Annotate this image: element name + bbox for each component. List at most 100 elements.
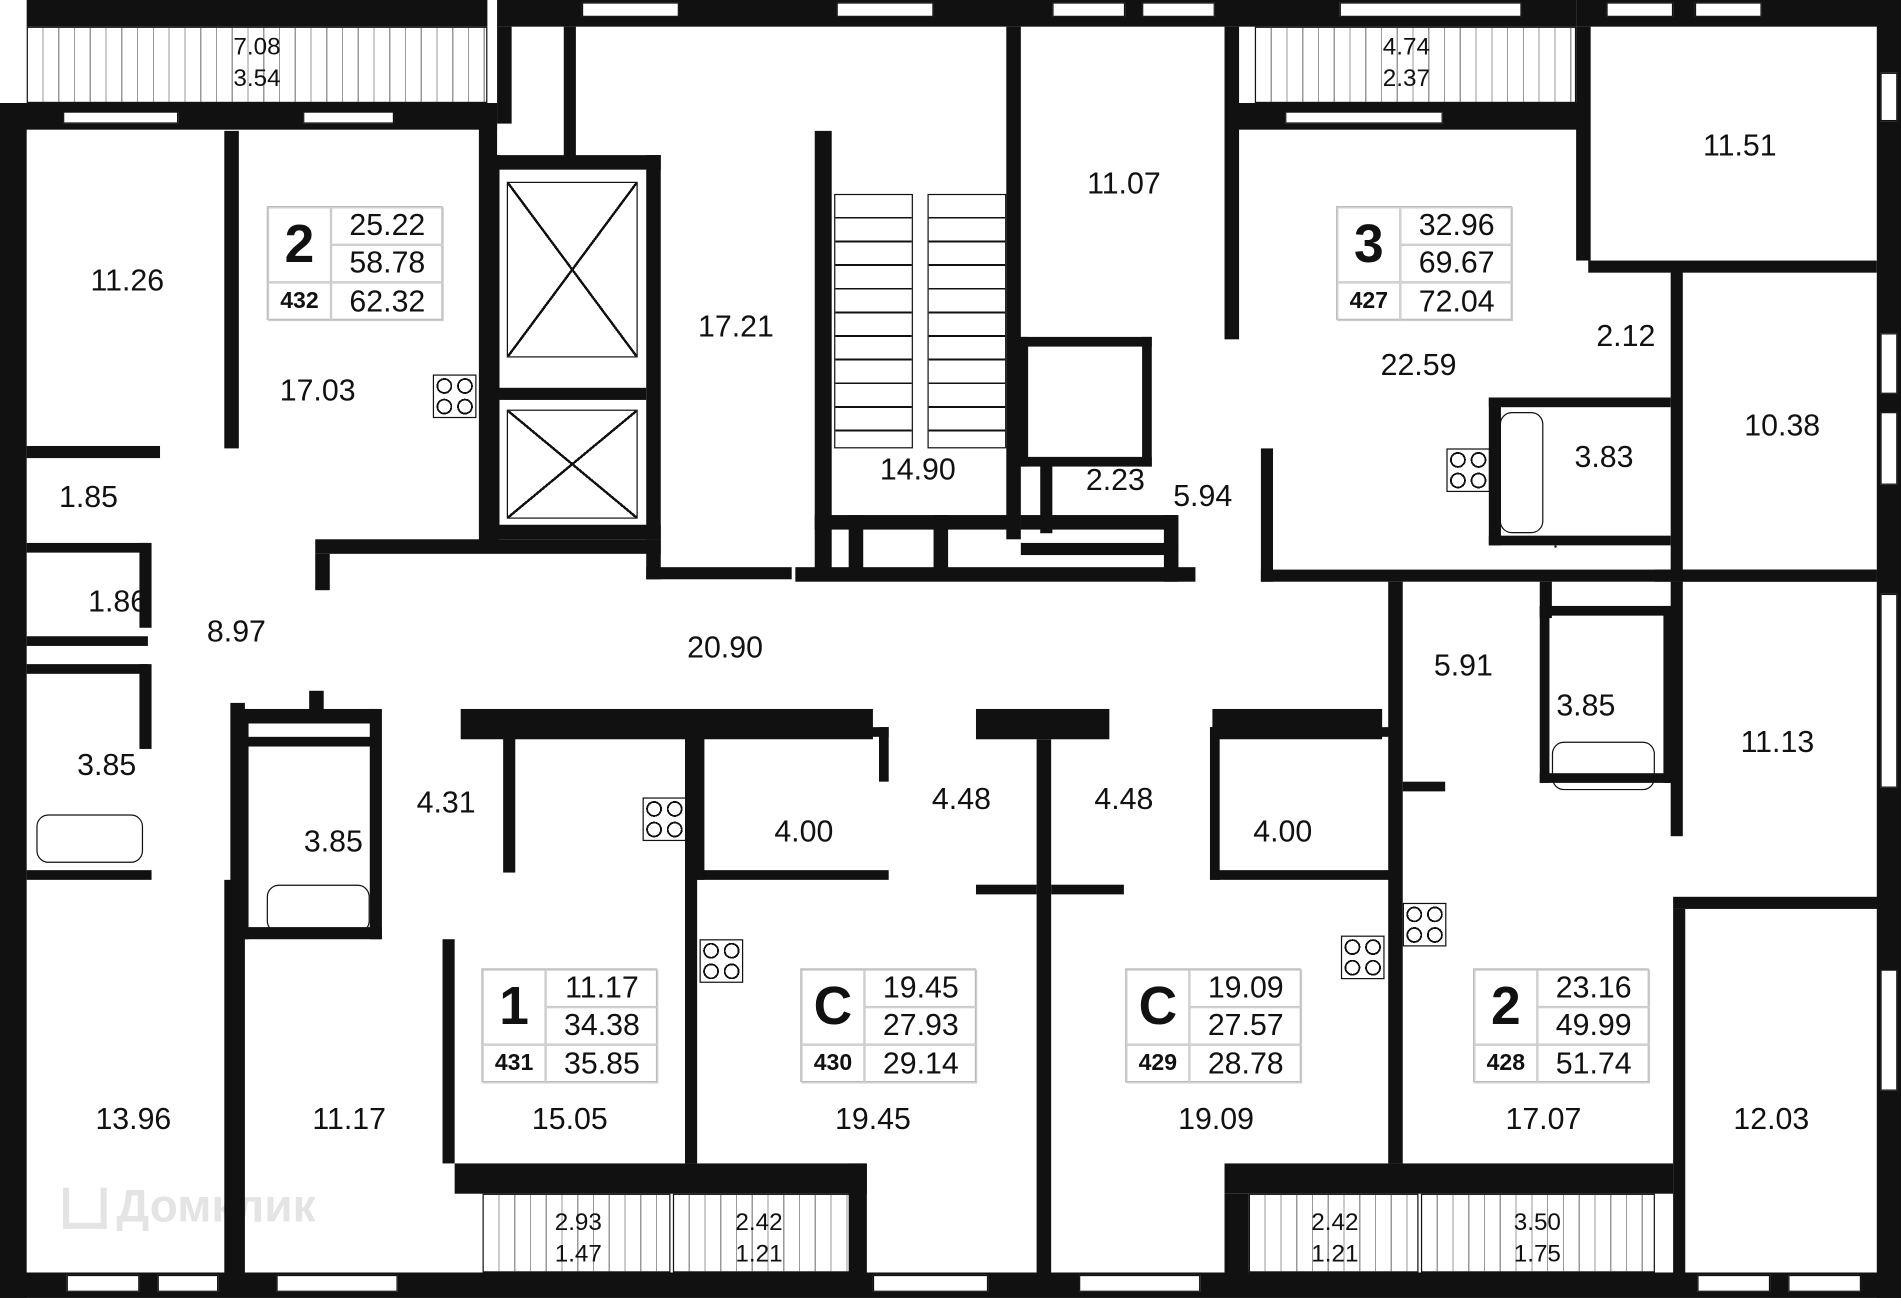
total-area-with-balcony: 28.78 — [1189, 1044, 1303, 1084]
bathtub-icon — [36, 814, 144, 863]
window — [1142, 2, 1215, 17]
living-area: 25.22 — [330, 207, 444, 245]
room-area-label: 14.90 — [879, 452, 956, 487]
wall — [1018, 456, 1152, 467]
window — [1079, 1274, 1201, 1292]
wall — [497, 26, 512, 124]
living-area: 19.09 — [1189, 969, 1303, 1008]
total-area: 58.78 — [330, 244, 444, 283]
wall — [933, 515, 949, 580]
wall — [1209, 870, 1392, 880]
wall — [315, 539, 661, 554]
wall — [454, 1163, 867, 1194]
wall — [475, 715, 858, 730]
wall — [236, 708, 249, 940]
room-area-label: 4.48 — [1094, 782, 1154, 817]
wall — [1539, 605, 1550, 783]
wall — [26, 445, 161, 459]
wall — [814, 130, 832, 580]
wall — [442, 939, 455, 1164]
window — [1880, 412, 1898, 485]
wall — [484, 155, 500, 540]
wall — [1488, 397, 1501, 546]
watermark-text: Домклик — [116, 1181, 316, 1233]
balcony-total-area: 2.42 — [735, 1209, 783, 1237]
wall — [848, 515, 864, 580]
wall — [1673, 908, 1686, 1273]
room-area-label: 5.91 — [1433, 648, 1493, 683]
house-logo-icon — [63, 1187, 107, 1229]
room-area-label: 12.03 — [1733, 1102, 1810, 1137]
wall — [26, 0, 488, 27]
balcony-reduced-area: 3.54 — [233, 65, 281, 93]
stove-icon — [1402, 902, 1447, 947]
room-area-label: 3.85 — [1556, 688, 1616, 723]
wall — [694, 727, 705, 880]
balcony-total-area: 2.93 — [554, 1209, 602, 1237]
wall — [1209, 727, 1220, 880]
room-area-label: 15.05 — [531, 1102, 608, 1137]
room-count: 1 — [482, 969, 546, 1045]
wall — [1142, 336, 1152, 467]
bathtub-icon — [266, 884, 370, 934]
total-area: 27.93 — [864, 1007, 978, 1045]
wall — [503, 727, 516, 873]
room-area-label: 19.09 — [1178, 1102, 1254, 1137]
window — [63, 111, 179, 124]
stove-icon — [1446, 448, 1491, 493]
wall — [0, 103, 27, 1298]
wall — [139, 542, 152, 628]
wall — [1224, 1193, 1249, 1273]
room-area-label: 20.90 — [687, 630, 763, 665]
wall — [26, 542, 148, 553]
room-area-label: 2.23 — [1085, 463, 1145, 498]
wall — [814, 515, 1021, 530]
total-area-with-balcony: 51.74 — [1537, 1044, 1651, 1084]
room-area-label: 10.38 — [1744, 409, 1821, 443]
balcony-reduced-area: 1.75 — [1513, 1240, 1561, 1268]
window — [66, 1274, 140, 1292]
wall — [499, 387, 647, 400]
balcony-total-area: 4.74 — [1382, 33, 1430, 61]
room-area-label: 3.85 — [77, 748, 137, 783]
room-area-label: 3.83 — [1574, 440, 1634, 475]
wall — [1588, 260, 1877, 273]
window — [157, 1274, 219, 1292]
total-area: 27.57 — [1189, 1007, 1303, 1045]
room-area-label: 11.13 — [1740, 725, 1815, 760]
room-area-label: 1.86 — [88, 584, 148, 619]
wall — [26, 636, 148, 646]
room-count: 3 — [1337, 207, 1401, 283]
wall — [1260, 448, 1274, 582]
room-count: С — [1126, 969, 1190, 1045]
wall — [1388, 581, 1403, 1164]
room-area-label: 13.96 — [95, 1102, 172, 1137]
wall — [795, 567, 1196, 582]
wall — [563, 26, 576, 160]
stove-icon — [432, 374, 477, 419]
room-area-label: 2.12 — [1596, 319, 1656, 354]
bathtub-icon — [1499, 412, 1544, 534]
balcony — [26, 26, 488, 104]
room-area-label: 17.07 — [1505, 1102, 1582, 1137]
wall — [1020, 542, 1177, 556]
total-area: 49.99 — [1537, 1007, 1651, 1045]
balcony-reduced-area: 2.37 — [1382, 65, 1430, 93]
wall — [1018, 336, 1029, 467]
room-area-label: 17.03 — [279, 373, 356, 408]
room-count: 2 — [1474, 969, 1538, 1045]
wall — [1036, 739, 1052, 1273]
wall — [1488, 397, 1671, 408]
wall — [1670, 581, 1683, 837]
wall — [26, 664, 148, 674]
wall — [1539, 605, 1674, 616]
wall — [1209, 727, 1392, 737]
living-area: 23.16 — [1537, 969, 1651, 1008]
apartment-number: 429 — [1126, 1044, 1190, 1084]
window — [1697, 1274, 1771, 1292]
